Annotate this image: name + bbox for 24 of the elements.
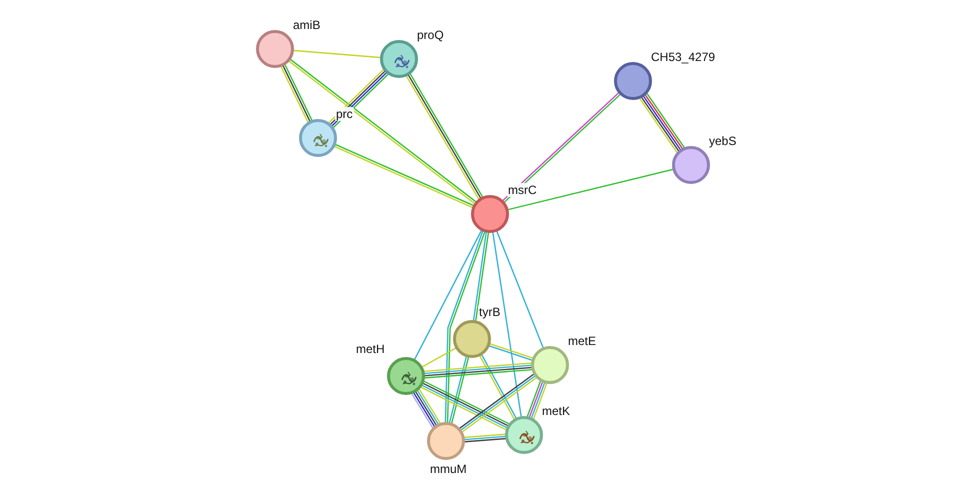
- protein-label: CH53_4279: [650, 50, 716, 64]
- interaction-line: [423, 362, 532, 372]
- interaction-line: [414, 230, 482, 360]
- protein-label: yebS: [708, 134, 738, 148]
- interaction-line: [492, 232, 522, 418]
- interaction-line: [472, 232, 487, 322]
- protein-label: metK: [541, 404, 572, 418]
- interaction-line: [464, 436, 506, 440]
- interaction-line: [507, 168, 674, 210]
- protein-label: metE: [567, 334, 598, 348]
- protein-label: mmuM: [429, 462, 468, 476]
- interaction-line: [475, 232, 490, 322]
- interaction-line: [464, 434, 506, 438]
- interaction-line: [421, 347, 457, 368]
- interaction-line: [464, 438, 506, 442]
- protein-label: prc: [335, 107, 354, 121]
- protein-label: metH: [355, 342, 386, 356]
- protein-label: msrC: [507, 183, 538, 197]
- protein-label: amiB: [292, 18, 322, 32]
- interaction-line: [292, 50, 382, 58]
- interaction-line: [496, 230, 544, 349]
- protein-label: proQ: [416, 28, 445, 42]
- interaction-line: [424, 369, 533, 379]
- protein-label: tyrB: [478, 305, 502, 319]
